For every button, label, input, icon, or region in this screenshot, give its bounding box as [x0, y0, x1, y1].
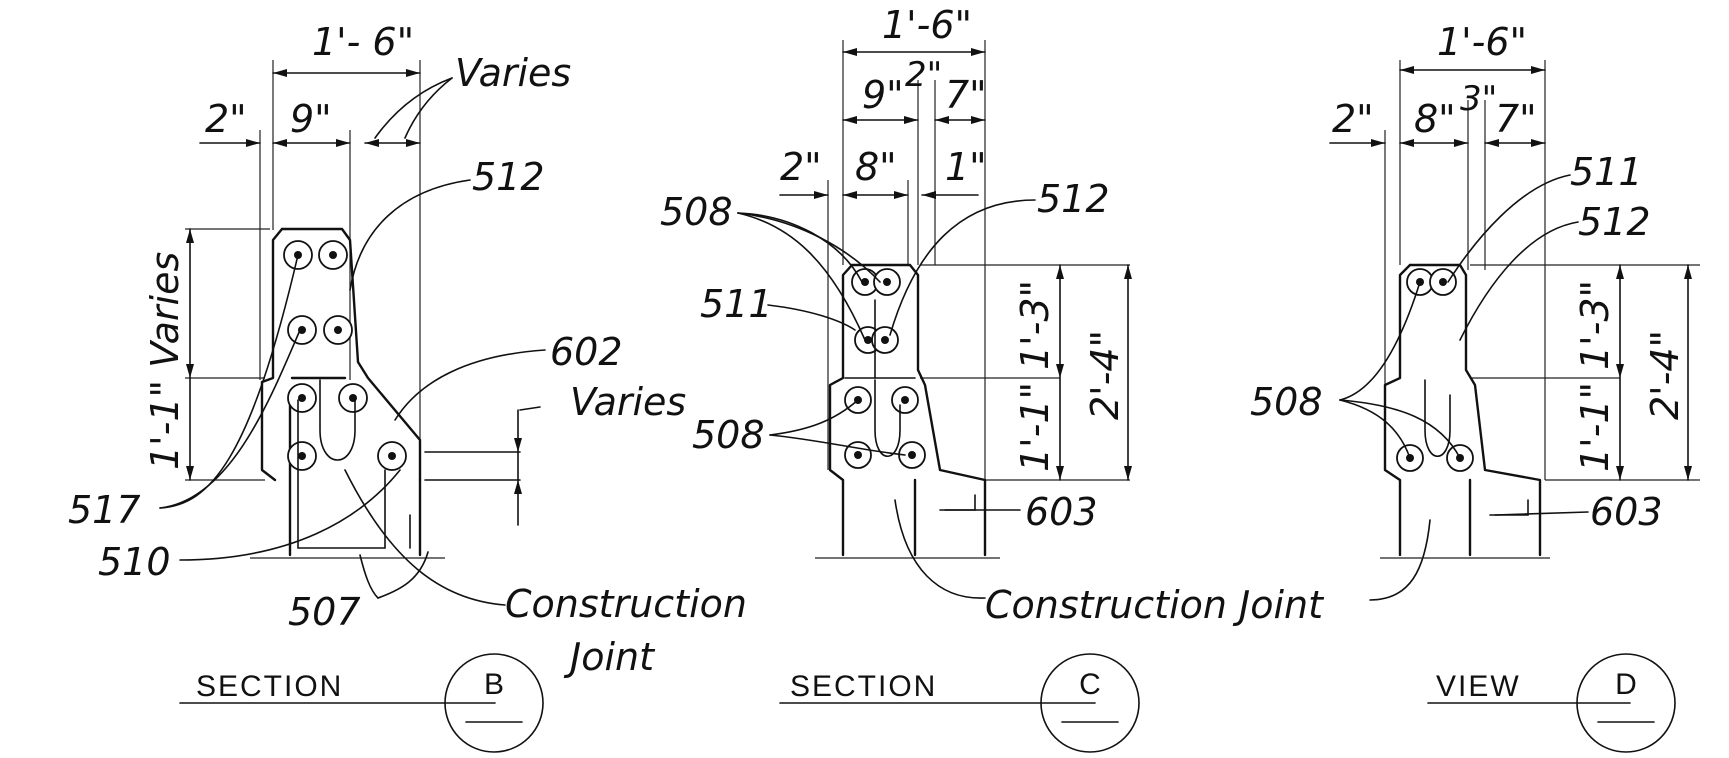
section-b-left-outline — [260, 227, 284, 482]
section-b-joint-text-2: Joint — [563, 635, 656, 679]
view-d-caption: VIEW — [1436, 670, 1521, 703]
section-b-marker: B — [484, 668, 504, 701]
section-b-mark-602: 602 — [550, 330, 623, 374]
section-b-dim-height: 1'-1" Varies — [143, 228, 270, 481]
section-c-mark-512: 512 — [1037, 177, 1110, 221]
section-b-height-text: 1'-1" Varies — [143, 252, 187, 470]
section-b-rebars — [283, 240, 411, 549]
section-c: 1'-6" 9" 2" 7" 2" 8" 1" — [660, 3, 1140, 753]
view-d-b-text: 3" — [1460, 79, 1497, 119]
section-b-mark-512: 512 — [472, 155, 545, 199]
view-d-outline-left — [1383, 263, 1412, 557]
view-d: 1'-6" 2" 8" 3" 7" 1'-3" 1'-1" 2'-4" — [1250, 20, 1700, 753]
section-b-dim-row2: 2" 9" — [199, 97, 421, 380]
view-d-mark-511: 511 — [1570, 150, 1643, 194]
construction-joint-note: Construction Joint — [894, 499, 1431, 627]
section-c-upper-c-text: 7" — [945, 73, 987, 117]
section-c-mark-508-top: 508 — [660, 190, 733, 234]
section-c-caption: SECTION — [790, 670, 937, 703]
section-b-mark-510: 510 — [98, 540, 171, 584]
section-c-h-top-text: 1'-3" — [1013, 280, 1057, 370]
section-b-507-leader-2 — [359, 554, 379, 599]
section-b-inner-text: 9" — [290, 97, 332, 141]
section-c-upper-a-text: 9" — [862, 73, 904, 117]
section-b-517-leader-1 — [159, 254, 299, 509]
section-b-caption: SECTION — [196, 670, 343, 703]
section-b-517-leader-2 — [159, 329, 301, 509]
view-d-mark-508: 508 — [1250, 380, 1323, 424]
section-c-mark-511: 511 — [700, 282, 773, 326]
view-d-c-text: 7" — [1495, 97, 1537, 141]
section-c-mark-603: 603 — [1025, 490, 1098, 534]
section-c-h-bottom-text: 1'-1" — [1013, 382, 1057, 472]
section-b-joint-leader — [344, 469, 506, 606]
section-b: 1'- 6" 2" 9" Varies — [68, 20, 747, 753]
section-b-512-leader — [349, 179, 471, 291]
section-c-lower-a-text: 8" — [855, 145, 897, 189]
section-b-varies-right-text: Varies — [570, 380, 686, 424]
section-c-overall-text: 1'-6" — [882, 3, 972, 47]
section-b-mark-507: 507 — [288, 590, 361, 634]
section-c-marker: C — [1079, 668, 1101, 701]
section-c-outline-left — [828, 263, 854, 557]
section-c-outline-right — [850, 263, 987, 557]
view-d-a-text: 8" — [1414, 97, 1456, 141]
view-d-outline-right — [1408, 263, 1542, 557]
section-c-left-offset-text: 2" — [780, 145, 822, 189]
section-b-left-offset-text: 2" — [205, 97, 247, 141]
section-c-h-total-text: 2'-4" — [1083, 330, 1127, 420]
section-c-lower-b-text: 1" — [945, 145, 987, 189]
section-b-varies-leader-2 — [404, 77, 453, 139]
view-d-mark-512: 512 — [1578, 200, 1651, 244]
section-b-507-leader-1 — [377, 551, 429, 599]
section-b-varies-top-text: Varies — [455, 51, 571, 95]
view-d-marker-circle — [1576, 653, 1676, 753]
section-b-mark-517: 517 — [68, 488, 141, 532]
section-b-marker-circle — [444, 653, 544, 753]
view-d-h-top-text: 1'-3" — [1573, 280, 1617, 370]
view-d-marker: D — [1615, 668, 1637, 701]
view-d-rebars — [1396, 268, 1529, 516]
view-d-h-total-text: 2'-4" — [1643, 330, 1687, 420]
section-b-602-leader — [394, 349, 546, 421]
section-b-joint-text-1: Construction — [505, 582, 747, 626]
view-d-mark-603: 603 — [1590, 490, 1663, 534]
section-b-dim-overall: 1'- 6" — [272, 20, 421, 480]
construction-joint-text: Construction Joint — [985, 583, 1325, 627]
section-b-varies-leader-1 — [374, 77, 453, 139]
section-c-mark-508-bottom: 508 — [692, 413, 765, 457]
section-c-marker-circle — [1040, 653, 1140, 753]
view-d-overall-text: 1'-6" — [1437, 20, 1527, 64]
section-b-cap-outline — [280, 227, 422, 482]
view-d-left-offset-text: 2" — [1332, 97, 1374, 141]
section-c-upper-b-text: 2" — [905, 55, 942, 95]
section-b-overall-text: 1'- 6" — [312, 20, 414, 64]
section-b-510-leader — [179, 469, 401, 561]
view-d-h-bottom-text: 1'-1" — [1573, 382, 1617, 472]
